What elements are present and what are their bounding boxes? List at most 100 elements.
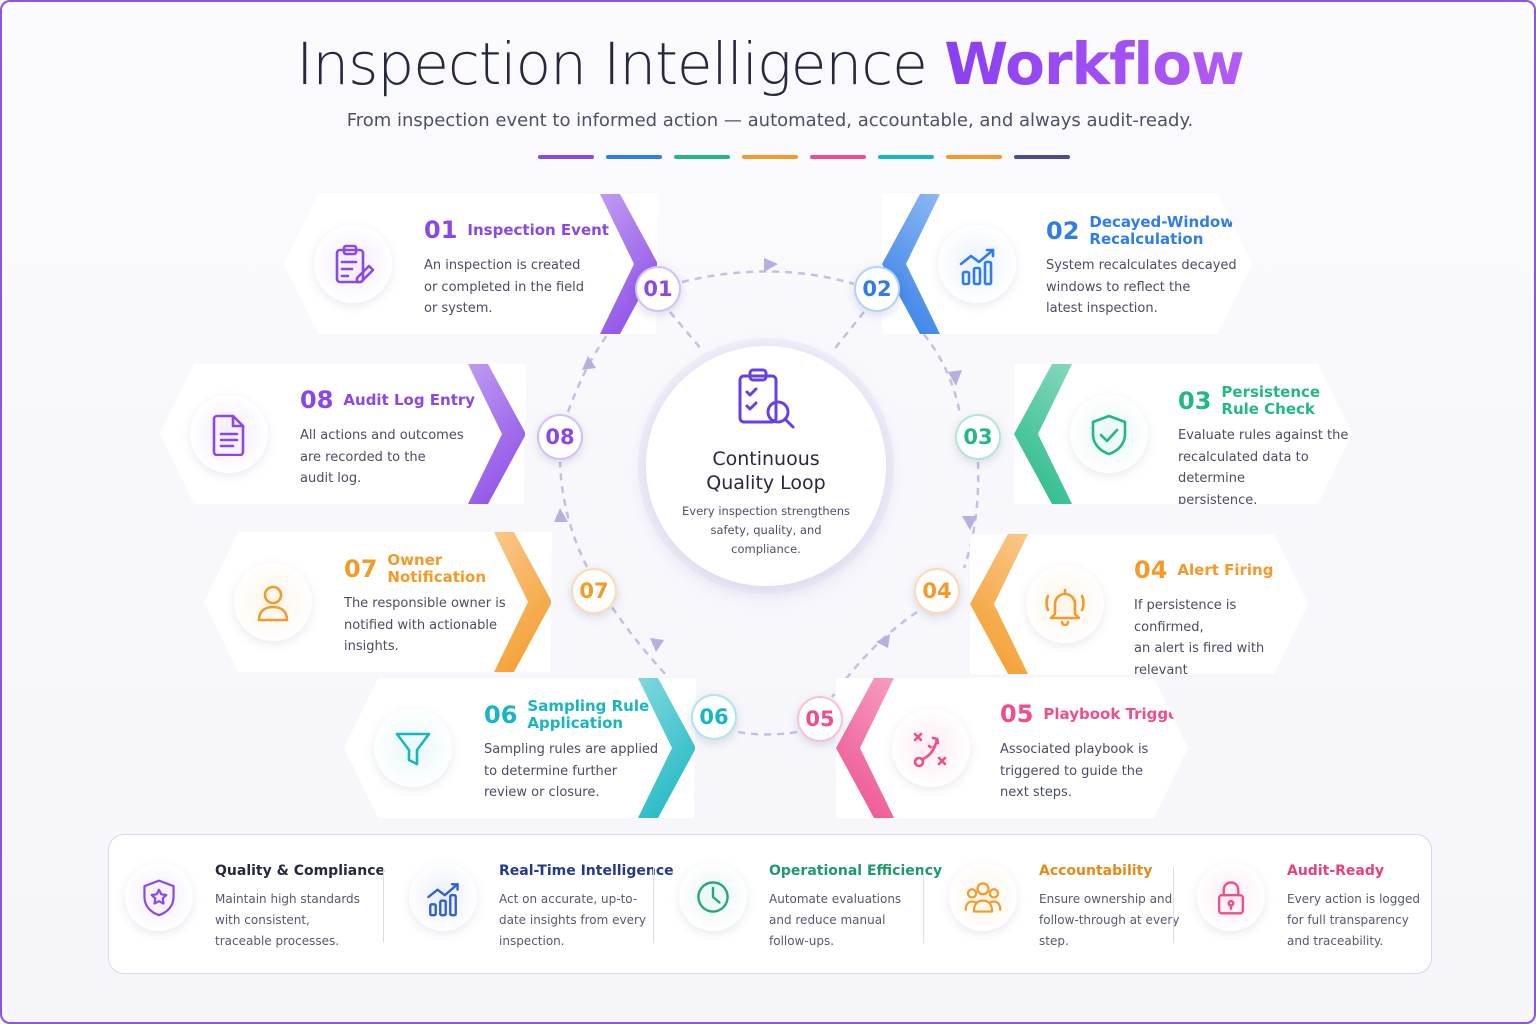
step-title: Sampling Rule Application (527, 697, 650, 732)
clock-icon (697, 881, 729, 913)
step-number: 05 (1000, 700, 1034, 728)
shield-star-icon (143, 879, 175, 917)
playbook-icon (909, 726, 953, 770)
color-bar (674, 155, 730, 159)
step-description: The responsible owner is notified with a… (344, 596, 506, 654)
loop-node-05: 05 (797, 696, 843, 742)
step-icon-circle (374, 709, 452, 787)
step-chevron (1014, 364, 1072, 504)
benefit-divider (383, 867, 384, 943)
color-bar (538, 155, 594, 159)
step-icon-circle (1070, 395, 1148, 473)
loop-node-01: 01 (635, 266, 681, 312)
benefit-description: Ensure ownership and follow-through at e… (1039, 892, 1180, 948)
loop-node-06: 06 (691, 694, 737, 740)
funnel-icon (391, 726, 435, 770)
benefit-title: Quality & Compliance (215, 863, 385, 879)
loop-node-03: 03 (955, 414, 1001, 460)
arrowhead-03-04 (962, 516, 977, 530)
clipboard-search-icon (738, 368, 795, 429)
step-icon-circle (938, 225, 1016, 303)
bell-icon (1043, 582, 1087, 626)
chart-trend-icon (427, 883, 459, 917)
benefit-description: Act on accurate, up-to- date insights fr… (499, 892, 647, 948)
step-number: 02 (1046, 217, 1080, 245)
arrowhead-01-02 (764, 258, 778, 272)
page-subtitle: From inspection event to informed action… (346, 110, 1194, 131)
user-icon (251, 580, 295, 624)
loop-node-08: 08 (537, 414, 583, 460)
page-title: Inspection Intelligence Workflow (296, 30, 1244, 98)
arrowhead-07-08 (554, 508, 568, 522)
chart-trend-icon (955, 242, 999, 286)
arrowhead-08-01 (582, 356, 596, 370)
step-header: 06 Sampling Rule Application (484, 698, 649, 732)
step-number: 04 (1134, 556, 1168, 584)
shield-check-icon (1087, 412, 1131, 456)
connector-05-06 (737, 730, 798, 736)
benefit-title: Audit-Ready (1287, 863, 1384, 879)
step-icon-circle (190, 395, 268, 473)
team-icon (964, 882, 1002, 913)
loop-node-04: 04 (914, 568, 960, 614)
step-description: Associated playbook is triggered to guid… (1000, 742, 1149, 800)
document-icon (207, 412, 251, 456)
benefit-divider (653, 867, 654, 943)
benefit-divider (1173, 867, 1174, 943)
step-chevron (882, 194, 940, 334)
center-loop-circle: Continuous Quality Loop Every inspection… (646, 346, 886, 586)
center-description: Every inspection strengthens safety, qua… (682, 504, 850, 556)
benefit-icon-circle (125, 863, 193, 931)
step-header: 08 Audit Log Entry (300, 386, 475, 414)
color-bars (538, 155, 1078, 159)
step-chevron (468, 364, 526, 504)
benefit-title: Operational Efficiency (769, 863, 943, 879)
connector-01-02 (681, 270, 855, 286)
benefit-icon-circle (1197, 863, 1265, 931)
center-title: Continuous Quality Loop (706, 448, 826, 494)
color-bar (742, 155, 798, 159)
benefit-divider (923, 867, 924, 943)
step-description: System recalculates decayed windows to r… (1046, 258, 1237, 316)
step-number: 06 (484, 701, 518, 729)
arrowhead-04-05 (876, 634, 890, 648)
step-number: 03 (1178, 387, 1212, 415)
step-description: Sampling rules are applied to determine … (484, 742, 659, 800)
lock-icon (1218, 881, 1244, 915)
connector-07-08 (558, 461, 589, 568)
benefit-description: Automate evaluations and reduce manual f… (769, 892, 902, 948)
color-bar (1014, 155, 1070, 159)
step-title: Audit Log Entry (343, 390, 476, 409)
color-bar (878, 155, 934, 159)
step-chevron (970, 534, 1028, 674)
step-number: 08 (300, 386, 334, 414)
step-description: All actions and outcomes are recorded to… (300, 428, 464, 486)
step-icon-circle (314, 225, 392, 303)
step-icon-circle (1026, 565, 1104, 643)
arrowhead-02-03 (948, 370, 962, 386)
step-title: Owner Notification (387, 551, 487, 586)
benefit-title: Accountability (1039, 863, 1153, 879)
benefit-icon-circle (679, 863, 747, 931)
benefit-description: Every action is logged for full transpar… (1287, 892, 1420, 948)
step-chevron (600, 194, 658, 334)
step-title: Alert Firing (1177, 560, 1274, 579)
clipboard-edit-icon (331, 242, 375, 286)
step-title: Persistence Rule Check (1221, 383, 1321, 418)
loop-node-02: 02 (854, 266, 900, 312)
